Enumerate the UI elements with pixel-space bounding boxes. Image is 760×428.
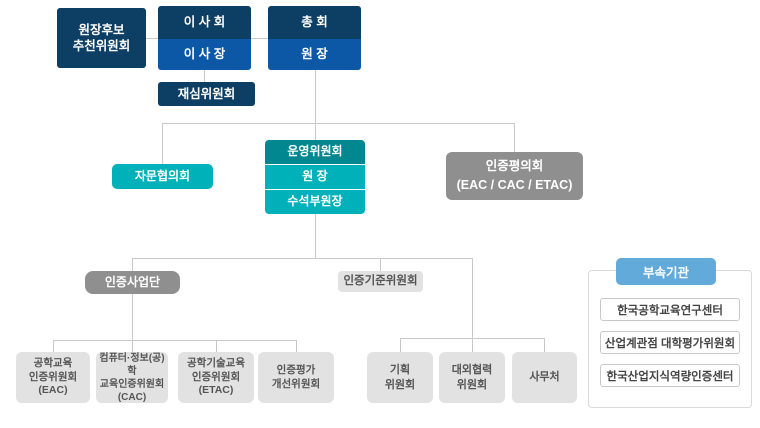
node-accreditation-council: 인증평의회 (EAC / CAC / ETAC)	[446, 152, 583, 200]
connector	[296, 340, 297, 352]
node-steering-director: 원 장	[265, 165, 365, 189]
node-evaluation-improvement-committee: 인증평가 개선위원회	[258, 352, 334, 403]
affiliates-header: 부속기관	[616, 258, 716, 285]
node-review-committee: 재심위원회	[158, 82, 255, 106]
node-planning-committee: 기획 위원회	[367, 352, 433, 403]
node-advisory-council: 자문협의회	[112, 164, 213, 189]
node-board-of-directors: 이 사 회	[158, 6, 251, 39]
connector	[53, 340, 54, 352]
node-external-cooperation-committee: 대외협력 위원회	[439, 352, 505, 403]
node-president: 원 장	[268, 39, 361, 70]
affiliate-item-engineering-education-research-center: 한국공학교육연구센터	[600, 298, 740, 321]
node-cac-committee: 컴퓨터·정보(공)학 교육인증위원회 (CAC)	[96, 352, 168, 403]
connector	[204, 70, 205, 82]
node-etac-committee: 공학기술교육 인증위원회 (ETAC)	[178, 352, 254, 403]
connector	[132, 258, 133, 340]
node-accreditation-division: 인증사업단	[85, 271, 180, 294]
affiliate-item-industrial-knowledge-competency-center: 한국산업지식역량인증센터	[600, 364, 740, 387]
connector	[162, 123, 163, 164]
connector	[53, 340, 297, 341]
node-secretariat: 사무처	[512, 352, 577, 403]
connector	[472, 258, 473, 338]
connector	[472, 338, 473, 352]
connector	[400, 338, 401, 352]
connector	[146, 38, 158, 39]
connector	[251, 38, 268, 39]
affiliate-item-industry-perspective-evaluation-committee: 산업계관점 대학평가위원회	[600, 331, 740, 354]
node-steering-committee: 운영위원회	[265, 140, 365, 164]
connector	[216, 340, 217, 352]
node-board-chairman: 이 사 장	[158, 39, 251, 70]
node-eac-committee: 공학교육 인증위원회 (EAC)	[16, 352, 90, 403]
connector	[132, 258, 473, 259]
connector	[162, 123, 515, 124]
connector	[380, 258, 381, 271]
node-general-assembly: 총 회	[268, 6, 361, 39]
node-senior-vice-president: 수석부원장	[265, 190, 365, 214]
connector	[315, 214, 316, 258]
connector	[315, 70, 316, 140]
connector	[544, 338, 545, 352]
node-criteria-committee: 인증기준위원회	[338, 271, 423, 292]
connector	[132, 340, 133, 352]
node-director-candidate-committee: 원장후보 추천위원회	[57, 8, 146, 68]
connector	[514, 123, 515, 152]
